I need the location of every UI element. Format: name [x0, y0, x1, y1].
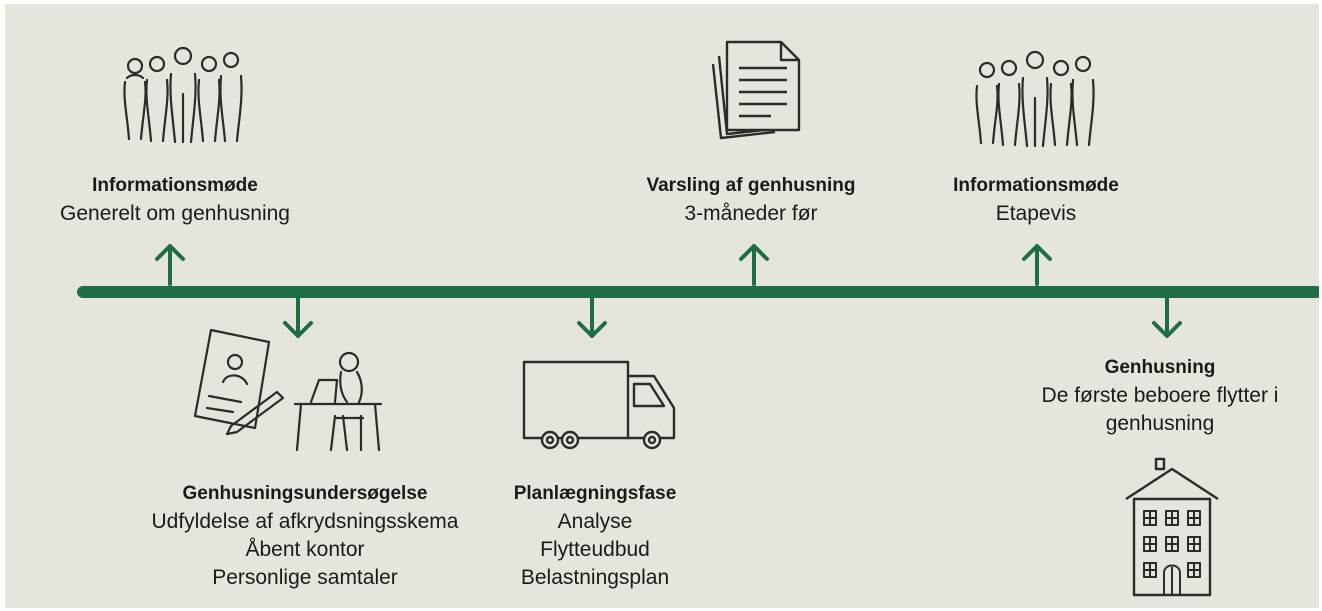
event-detail: Personlige samtaler — [212, 566, 398, 589]
event-title: Planlægningsfase — [513, 483, 677, 504]
event-title: Genhusning — [1104, 357, 1216, 378]
arrow-up-icon — [1020, 242, 1054, 286]
group-of-people-icon — [969, 48, 1101, 148]
timeline-diagram: Informationsmøde Generelt om genhusning … — [5, 4, 1319, 608]
arrow-up-icon — [153, 242, 187, 286]
event-detail: Analyse — [557, 510, 633, 533]
event-label: Genhusning De første beboere flytter i g… — [1005, 354, 1315, 438]
event-label: Informationsmøde Generelt om genhusning — [25, 172, 325, 228]
event-detail: Åbent kontor — [245, 538, 365, 561]
moving-truck-icon — [520, 356, 680, 452]
event-title: Genhusningsundersøgelse — [182, 483, 428, 504]
event-detail: Belastningsplan — [520, 566, 670, 589]
event-detail: Flytteudbud — [540, 538, 650, 561]
event-detail: 3-måneder før — [684, 202, 818, 225]
event-detail: Generelt om genhusning — [60, 202, 290, 225]
event-label: Varsling af genhusning 3-måneder før — [611, 172, 891, 228]
arrow-down-icon — [281, 296, 315, 340]
event-detail: Udfyldelse af afkrydsningsskema — [151, 510, 459, 533]
documents-icon — [705, 34, 811, 148]
form-and-desk-icon — [191, 324, 411, 456]
arrow-up-icon — [737, 242, 771, 286]
apartment-building-icon — [1122, 457, 1222, 597]
event-title: Varsling af genhusning — [646, 175, 856, 196]
event-label: Planlægningsfase Analyse Flytteudbud Bel… — [475, 480, 715, 592]
event-title: Informationsmøde — [953, 175, 1119, 196]
event-title: Informationsmøde — [92, 175, 258, 196]
arrow-down-icon — [1150, 296, 1184, 340]
event-label: Genhusningsundersøgelse Udfyldelse af af… — [135, 480, 475, 592]
event-label: Informationsmøde Etapevis — [923, 172, 1149, 228]
arrow-down-icon — [575, 296, 609, 340]
timeline-bar — [77, 286, 1319, 298]
group-of-people-icon — [117, 44, 249, 144]
event-detail: De første beboere flytter i — [1041, 384, 1279, 407]
event-detail: genhusning — [1105, 412, 1215, 435]
event-detail: Etapevis — [995, 202, 1077, 225]
